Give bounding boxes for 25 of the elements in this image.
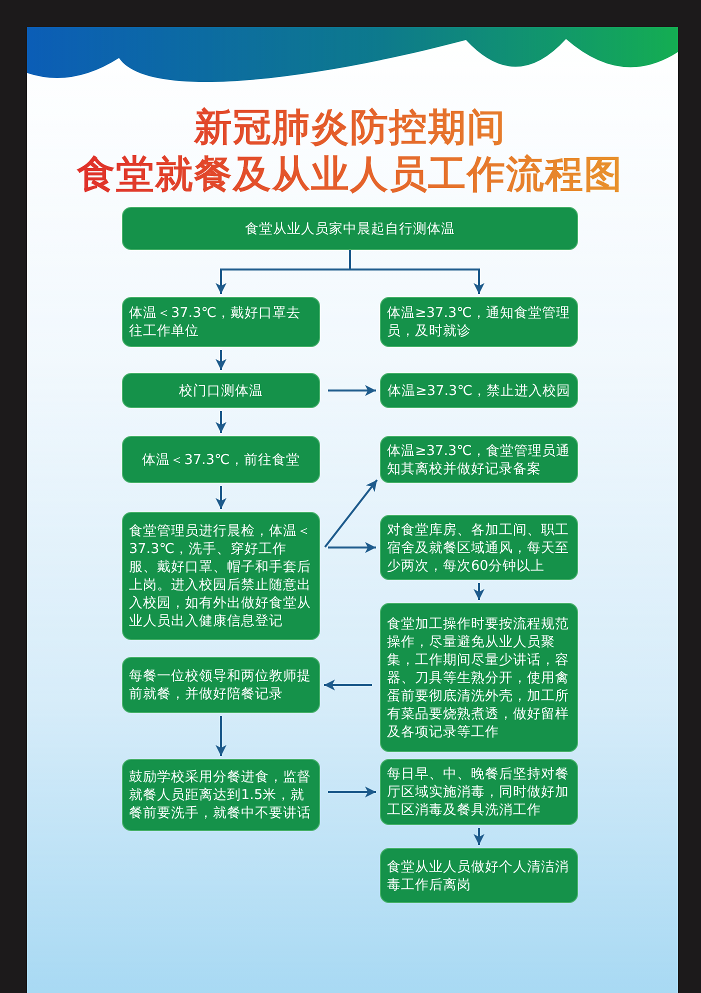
- process-box: 体温≥37.3℃，通知食堂管理员，及时就诊: [380, 297, 578, 347]
- process-box: 每日早、中、晚餐后坚持对餐厅区域实施消毒，同时做好加工区消毒及餐具洗消工作: [380, 759, 578, 825]
- arrow: [324, 680, 372, 690]
- arrow: [328, 786, 376, 798]
- arrow: [216, 486, 226, 509]
- arrow: [324, 479, 378, 548]
- arrow: [474, 583, 484, 600]
- process-box: 食堂加工操作时要按流程规范操作，尽量避免从业人员聚集，工作期间尽量少讲话，容器、刀具等生熟分开，使用禽蛋前要彻底清洗外壳，加工所有菜品要烧熟煮透，做好留样及各项记录等工作: [380, 603, 578, 752]
- process-box: 食堂管理员进行晨检，体温＜37.3℃，洗手、穿好工作服、戴好口罩、帽子和手套后上岗。进入校园后禁止随意出入校园，如有外出做好食堂从业人员出入健康信息登记: [122, 512, 320, 640]
- process-box: 体温≥37.3℃，食堂管理员通知其离校并做好记录备案: [380, 436, 578, 483]
- process-box: 鼓励学校采用分餐进食，监督就餐人员距离达到1.5米，就餐前要洗手，就餐中不要讲话: [122, 759, 320, 831]
- process-box: 体温＜37.3℃，戴好口罩去往工作单位: [122, 297, 320, 347]
- process-box: 校门口测体温: [122, 373, 320, 408]
- process-box: 每餐一位校领导和两位教师提前就餐，并做好陪餐记录: [122, 657, 320, 713]
- arrow: [328, 542, 376, 553]
- process-box: 食堂从业人员家中晨起自行测体温: [122, 207, 578, 250]
- arrow: [216, 350, 226, 370]
- arrow: [216, 411, 226, 433]
- arrow: [474, 828, 484, 845]
- arrow: [328, 385, 376, 396]
- arrow: [216, 716, 226, 756]
- process-box: 体温＜37.3℃，前往食堂: [122, 436, 320, 483]
- process-box: 体温≥37.3℃，禁止进入校园: [380, 373, 578, 408]
- process-box: 对食堂库房、各加工间、职工宿舍及就餐区域通风，每天至少两次，每次60分钟以上: [380, 515, 578, 580]
- process-box: 食堂从业人员做好个人清洁消毒工作后离岗: [380, 848, 578, 903]
